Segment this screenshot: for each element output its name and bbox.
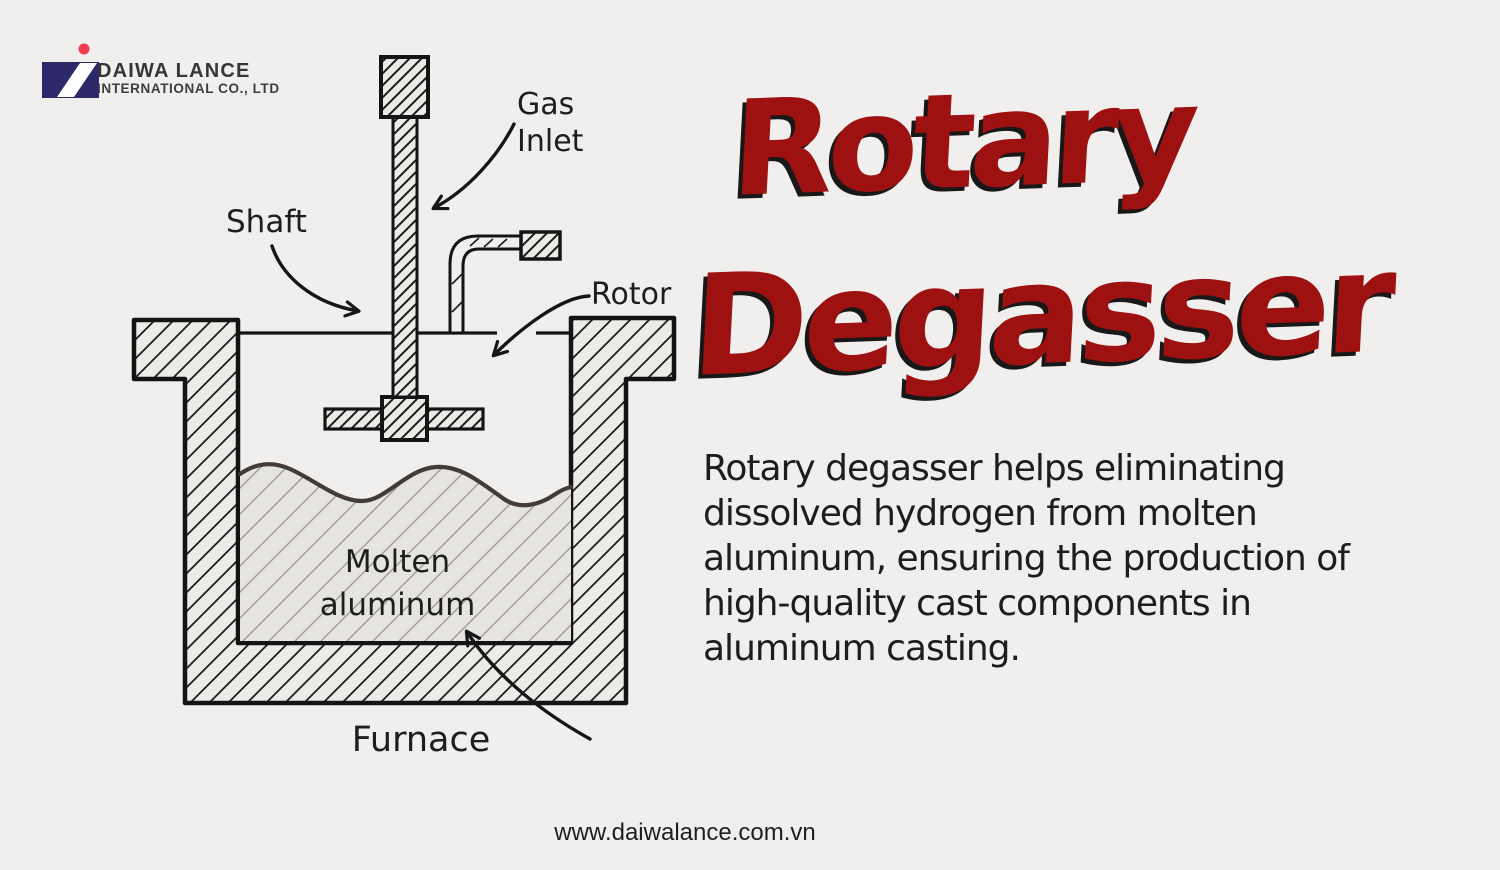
rotor-arrow	[491, 294, 591, 358]
logo-red-dot	[78, 43, 90, 55]
logo-subtitle: INTERNATIONAL CO., LTD	[97, 81, 280, 96]
gas-inlet-label-line1: Gas	[517, 87, 575, 122]
molten-aluminum-label-line2: aluminum	[319, 587, 476, 623]
website-url: www.daiwalance.com.vn	[554, 819, 816, 846]
company-logo: DAIWA LANCE INTERNATIONAL CO., LTD	[35, 36, 375, 106]
logo-mark-icon	[42, 43, 99, 98]
paragraph-line: dissolved hydrogen from molten	[703, 493, 1258, 534]
furnace-arrow	[464, 629, 592, 741]
rotor-hub-shape	[380, 395, 429, 442]
logo-slash	[57, 63, 97, 97]
gas-pipe-shape	[448, 234, 523, 335]
gas-pipe-tip-shape	[519, 230, 562, 261]
paragraph-line: aluminum casting.	[703, 628, 1021, 669]
gas-inlet-label-line2: Inlet	[517, 124, 584, 159]
gas-inlet-label: Gas Inlet	[517, 86, 583, 160]
melt-surface-line	[237, 462, 574, 508]
rotary-degasser-diagram	[131, 55, 677, 741]
paragraph-line: high-quality cast components in	[703, 583, 1252, 624]
molten-aluminum-label-line1: Molten	[344, 544, 451, 580]
page-title-line1: Rotary	[727, 57, 1197, 227]
rotor-label: Rotor	[591, 277, 672, 312]
shaft-label: Shaft	[226, 204, 307, 240]
page-title-line2: Degasser	[687, 221, 1395, 409]
shaft-coupling-shape	[379, 55, 430, 119]
molten-aluminum-label: Molten aluminum	[300, 541, 495, 627]
paragraph-line: aluminum, ensuring the production of	[703, 538, 1350, 579]
description-paragraph: Rotary degasser helps eliminating dissol…	[703, 446, 1350, 671]
gas-inlet-arrow	[431, 122, 516, 211]
molten-aluminum-shape	[240, 464, 571, 641]
shaft-arrow	[270, 244, 361, 318]
logo-company-name: DAIWA LANCE	[97, 60, 251, 82]
paragraph-line: Rotary degasser helps eliminating	[703, 448, 1286, 489]
furnace-label: Furnace	[351, 720, 491, 760]
furnace-shape	[131, 315, 677, 706]
shaft-shape	[391, 115, 419, 399]
gas-pipe-hatch-ticks	[451, 237, 508, 313]
